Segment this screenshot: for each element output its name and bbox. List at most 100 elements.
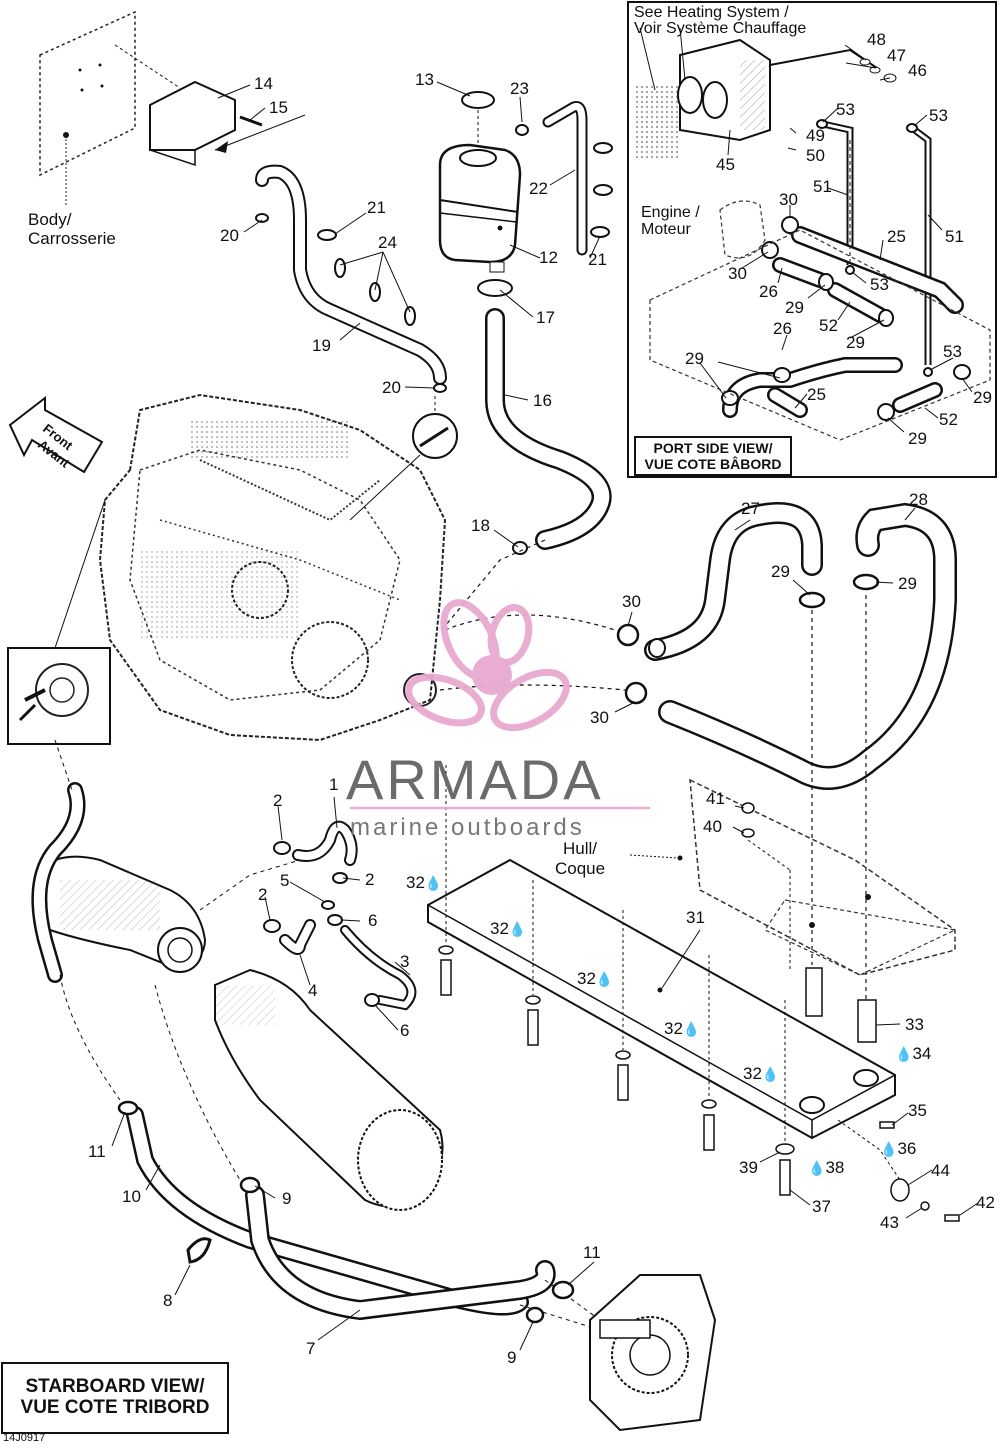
callout-32: 32💧 bbox=[406, 874, 442, 892]
small-clamps bbox=[263, 841, 380, 1007]
callout-33: 33 bbox=[905, 1015, 924, 1034]
detail-circle bbox=[349, 396, 458, 521]
callout-16: 16 bbox=[533, 391, 552, 410]
callout-14: 14 bbox=[254, 74, 273, 93]
exhaust-manifold bbox=[35, 855, 207, 973]
callout-20: 20 bbox=[220, 226, 239, 245]
bolt-dashed-lines bbox=[445, 765, 901, 1181]
cable-tie bbox=[186, 1237, 212, 1264]
hose-19 bbox=[255, 164, 447, 393]
callout-6: 6 bbox=[400, 1021, 410, 1040]
callout-51: 51 bbox=[813, 177, 832, 196]
callout-32-number: 32 bbox=[406, 873, 425, 892]
sealant-icon: 💧 bbox=[880, 1141, 898, 1157]
callout-40: 40 bbox=[703, 817, 722, 836]
callout-48: 48 bbox=[867, 30, 886, 49]
callout-52: 52 bbox=[819, 316, 838, 335]
bracket bbox=[114, 44, 306, 167]
hull-plate bbox=[629, 778, 957, 976]
vent-hose bbox=[515, 101, 588, 256]
callout-36-number: 36 bbox=[897, 1139, 917, 1158]
callout-31: 31 bbox=[686, 908, 705, 927]
callout-1: 1 bbox=[329, 775, 339, 794]
callout-38: 💧38 bbox=[808, 1159, 844, 1177]
clamp-group-30 bbox=[616, 573, 880, 705]
callout-30: 30 bbox=[622, 592, 641, 611]
callout-29: 29 bbox=[973, 388, 992, 407]
coolant-reservoir bbox=[438, 91, 522, 297]
callout-13: 13 bbox=[415, 70, 434, 89]
callout-53: 53 bbox=[836, 100, 855, 119]
callout-32-number: 32 bbox=[490, 919, 509, 938]
callout-9: 9 bbox=[507, 1348, 517, 1367]
hose-16 bbox=[485, 308, 612, 555]
callout-8: 8 bbox=[163, 1291, 173, 1310]
see-heating-line2: Voir Système Chauffage bbox=[634, 20, 807, 37]
callout-53: 53 bbox=[929, 106, 948, 125]
inset-pointer-lines bbox=[639, 27, 891, 91]
callout-15: 15 bbox=[269, 98, 288, 117]
port-side-view-box: PORT SIDE VIEW/ VUE COTE BÂBORD bbox=[634, 436, 792, 476]
port-view-line2: VUE COTE BÂBORD bbox=[644, 456, 782, 472]
callout-3: 3 bbox=[400, 952, 410, 971]
callout-47: 47 bbox=[887, 46, 906, 65]
pump-detail-box bbox=[7, 499, 111, 745]
callout-34: 💧34 bbox=[895, 1045, 931, 1063]
inset-frame bbox=[627, 1, 997, 478]
inset-clamps bbox=[721, 119, 971, 421]
callout-30: 30 bbox=[590, 708, 609, 727]
callout-52: 52 bbox=[939, 410, 958, 429]
body-label-line1: Body/ bbox=[28, 210, 72, 229]
callout-44: 44 bbox=[931, 1161, 950, 1180]
callout-9: 9 bbox=[282, 1189, 292, 1208]
body-label-line2: Carrosserie bbox=[28, 229, 116, 248]
engine-label-line1: Engine / bbox=[641, 204, 700, 221]
callout-21: 21 bbox=[588, 250, 607, 269]
callout-42: 42 bbox=[976, 1193, 995, 1212]
callout-29: 29 bbox=[846, 333, 865, 352]
inset-hoses bbox=[722, 120, 964, 418]
callout-29: 29 bbox=[908, 429, 927, 448]
watermark-tagline: marine outboards bbox=[350, 814, 585, 841]
callout-7: 7 bbox=[306, 1339, 316, 1358]
port-view-line1: PORT SIDE VIEW/ bbox=[653, 440, 773, 456]
callout-4: 4 bbox=[308, 981, 318, 1000]
callout-32: 32💧 bbox=[490, 920, 526, 938]
callout-11: 11 bbox=[88, 1142, 106, 1161]
thread-locker-icon: 💧 bbox=[508, 921, 527, 937]
callout-29: 29 bbox=[771, 562, 790, 581]
thread-locker-icon: 💧 bbox=[595, 971, 614, 987]
callout-45: 45 bbox=[716, 155, 735, 174]
see-heating-line1: See Heating System / bbox=[634, 4, 789, 21]
starboard-view-line1: STARBOARD VIEW/ bbox=[25, 1376, 205, 1397]
callout-46: 46 bbox=[908, 61, 927, 80]
small-hoses bbox=[279, 820, 417, 1011]
muffler bbox=[214, 968, 444, 1211]
body-panel bbox=[39, 10, 136, 205]
callout-32: 32💧 bbox=[743, 1065, 779, 1083]
callout-23: 23 bbox=[510, 79, 529, 98]
inset-engine-and-hull bbox=[649, 140, 991, 441]
thread-locker-icon: 💧 bbox=[424, 875, 443, 891]
sealant-icon: 💧 bbox=[895, 1046, 913, 1062]
callout-37: 37 bbox=[812, 1197, 831, 1216]
callout-17: 17 bbox=[536, 308, 555, 327]
front-arrow bbox=[8, 395, 104, 474]
heater-unit bbox=[635, 38, 897, 160]
hose-28 bbox=[658, 502, 957, 790]
clamps-lower bbox=[117, 1100, 575, 1324]
callout-18: 18 bbox=[471, 516, 490, 535]
callout-41: 41 bbox=[706, 789, 725, 808]
callout-38-number: 38 bbox=[825, 1158, 845, 1177]
callout-2: 2 bbox=[273, 791, 283, 810]
engine bbox=[98, 393, 447, 742]
callout-51: 51 bbox=[945, 227, 964, 246]
callout-35: 35 bbox=[908, 1101, 927, 1120]
callout-26: 26 bbox=[759, 282, 778, 301]
callout-32-number: 32 bbox=[664, 1019, 683, 1038]
thread-locker-icon: 💧 bbox=[761, 1066, 780, 1082]
callout-25: 25 bbox=[887, 227, 906, 246]
hose-10 bbox=[126, 1106, 529, 1316]
starboard-view-line2: VUE COTE TRIBORD bbox=[20, 1397, 210, 1418]
hose-7 bbox=[245, 1185, 556, 1321]
